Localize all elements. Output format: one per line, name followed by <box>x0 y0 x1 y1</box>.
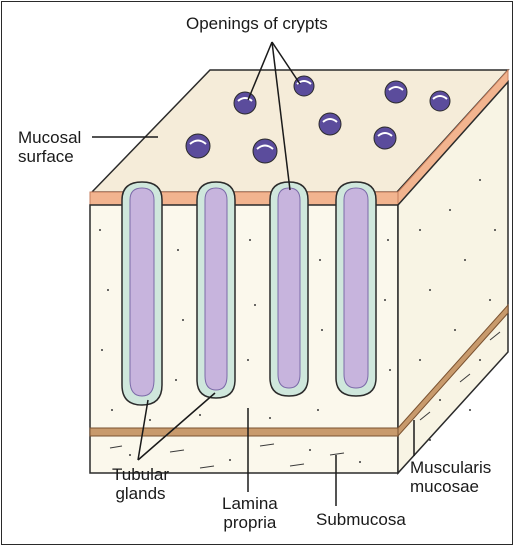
label-mucosal-surface-line1: Mucosal <box>18 128 81 147</box>
label-tubular-glands-line1: Tubular <box>112 465 169 484</box>
label-lamina-propria-line1: Lamina <box>222 494 278 513</box>
crypt-opening <box>374 127 396 149</box>
crypt-opening <box>186 134 210 158</box>
crypt-opening <box>234 92 256 114</box>
crypt-opening <box>253 139 277 163</box>
label-lamina-propria-line2: propria <box>222 513 278 532</box>
label-tubular-glands: Tubular glands <box>112 465 169 503</box>
tubular-gland <box>336 182 376 396</box>
tubular-gland <box>122 182 162 405</box>
label-tubular-glands-line2: glands <box>112 484 169 503</box>
label-muscularis-mucosae-line2: mucosae <box>410 477 491 496</box>
label-muscularis-mucosae-line1: Muscularis <box>410 458 491 477</box>
label-mucosal-surface: Mucosal surface <box>18 128 81 166</box>
label-submucosa: Submucosa <box>316 510 406 529</box>
label-openings-of-crypts: Openings of crypts <box>186 14 328 33</box>
crypt-opening <box>319 113 341 135</box>
tubular-gland <box>270 182 308 396</box>
muscularis-band-front <box>90 428 398 436</box>
label-muscularis-mucosae: Muscularis mucosae <box>410 458 491 496</box>
tubular-gland <box>197 182 235 398</box>
label-mucosal-surface-line2: surface <box>18 147 81 166</box>
crypt-opening <box>385 81 407 103</box>
label-lamina-propria: Lamina propria <box>222 494 278 532</box>
crypt-opening <box>430 91 450 111</box>
